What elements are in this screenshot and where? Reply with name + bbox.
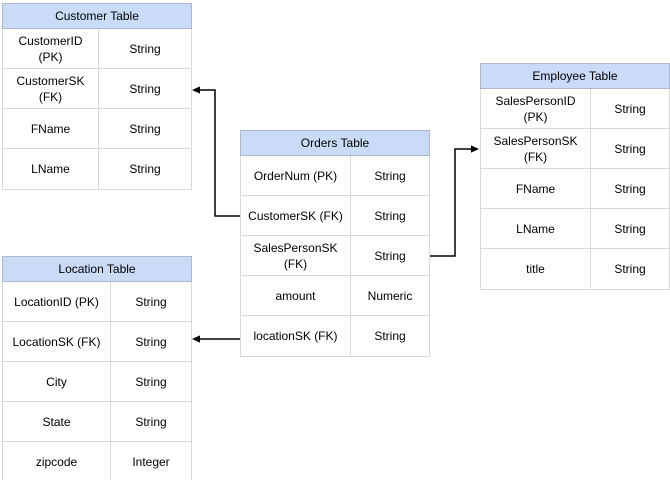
orders-table-row-4[interactable]: locationSK (FK) String — [241, 316, 429, 356]
table-title: Orders Table — [300, 136, 370, 150]
field-name-cell: City — [3, 362, 111, 401]
field-type-cell: String — [129, 121, 161, 136]
field-name-cell: LName — [481, 209, 591, 248]
field-type-cell: String — [129, 41, 161, 56]
field-name-cell: LocationID (PK) — [3, 282, 111, 321]
field-name-cell: FName — [3, 109, 99, 148]
customer-table-row-2[interactable]: FName String — [3, 109, 191, 149]
field-name-cell: CustomerSK (FK) — [3, 69, 99, 108]
orders-table-row-1[interactable]: CustomerSK (FK) String — [241, 196, 429, 236]
field-name-cell: SalesPersonID (PK) — [481, 89, 591, 128]
field-name-cell: locationSK (FK) — [241, 316, 351, 356]
field-name-cell: title — [481, 249, 591, 289]
customer-table-row-1[interactable]: CustomerSK (FK) String — [3, 69, 191, 109]
field-type-cell: String — [374, 208, 406, 223]
field-name-cell: State — [3, 402, 111, 441]
field-type-cell: String — [135, 334, 167, 349]
field-name-cell: amount — [241, 276, 351, 315]
field-type-cell: String — [129, 81, 161, 96]
customer-table-row-3[interactable]: LName String — [3, 149, 191, 189]
orders-table-row-3[interactable]: amount Numeric — [241, 276, 429, 316]
field-type-cell: String — [135, 414, 167, 429]
location-table-row-4[interactable]: zipcode Integer — [3, 442, 191, 480]
employee-table-row-2[interactable]: FName String — [481, 169, 669, 209]
customer-table-header[interactable]: Customer Table — [2, 3, 192, 29]
location-table-row-3[interactable]: State String — [3, 402, 191, 442]
location-table-row-2[interactable]: City String — [3, 362, 191, 402]
location-table-row-1[interactable]: LocationSK (FK) String — [3, 322, 191, 362]
orders-table-row-0[interactable]: OrderNum (PK) String — [241, 156, 429, 196]
field-name-cell: SalesPersonSK (FK) — [241, 236, 351, 275]
field-type-cell: String — [614, 181, 646, 196]
location-table-row-0[interactable]: LocationID (PK) String — [3, 282, 191, 322]
field-type-cell: String — [614, 141, 646, 156]
field-type-cell: String — [135, 374, 167, 389]
field-name-cell: SalesPersonSK (FK) — [481, 129, 591, 168]
field-name-cell: zipcode — [3, 442, 111, 480]
field-type-cell: String — [614, 221, 646, 236]
employee-table-row-0[interactable]: SalesPersonID (PK) String — [481, 89, 669, 129]
orders-table-header[interactable]: Orders Table — [240, 130, 430, 156]
field-name-cell: CustomerID (PK) — [3, 29, 99, 68]
employee-table-row-1[interactable]: SalesPersonSK (FK) String — [481, 129, 669, 169]
field-name-cell: CustomerSK (FK) — [241, 196, 351, 235]
field-type-cell: String — [135, 294, 167, 309]
field-type-cell: String — [129, 162, 161, 176]
location-table-header[interactable]: Location Table — [2, 256, 192, 282]
orders-table-row-2[interactable]: SalesPersonSK (FK) String — [241, 236, 429, 276]
field-type-cell: String — [374, 248, 406, 263]
table-title: Location Table — [58, 262, 136, 276]
field-type-cell: String — [374, 329, 406, 343]
field-type-cell: String — [614, 262, 646, 276]
employee-table-row-3[interactable]: LName String — [481, 209, 669, 249]
field-type-cell: String — [374, 168, 406, 183]
field-type-cell: Integer — [132, 455, 170, 469]
connector-orders-customersk-to-customer[interactable] — [192, 86, 240, 217]
field-name-cell: LName — [3, 149, 99, 189]
field-name-cell: LocationSK (FK) — [3, 322, 111, 361]
customer-table-row-0[interactable]: CustomerID (PK) String — [3, 29, 191, 69]
field-name-cell: OrderNum (PK) — [241, 156, 351, 195]
field-type-cell: Numeric — [367, 288, 413, 303]
employee-table-row-4[interactable]: title String — [481, 249, 669, 289]
table-title: Employee Table — [532, 69, 618, 83]
connector-orders-salespersonsk-to-employee[interactable] — [430, 145, 479, 257]
field-name-cell: FName — [481, 169, 591, 208]
employee-table-header[interactable]: Employee Table — [480, 63, 670, 89]
table-title: Customer Table — [55, 9, 139, 23]
field-type-cell: String — [614, 101, 646, 116]
